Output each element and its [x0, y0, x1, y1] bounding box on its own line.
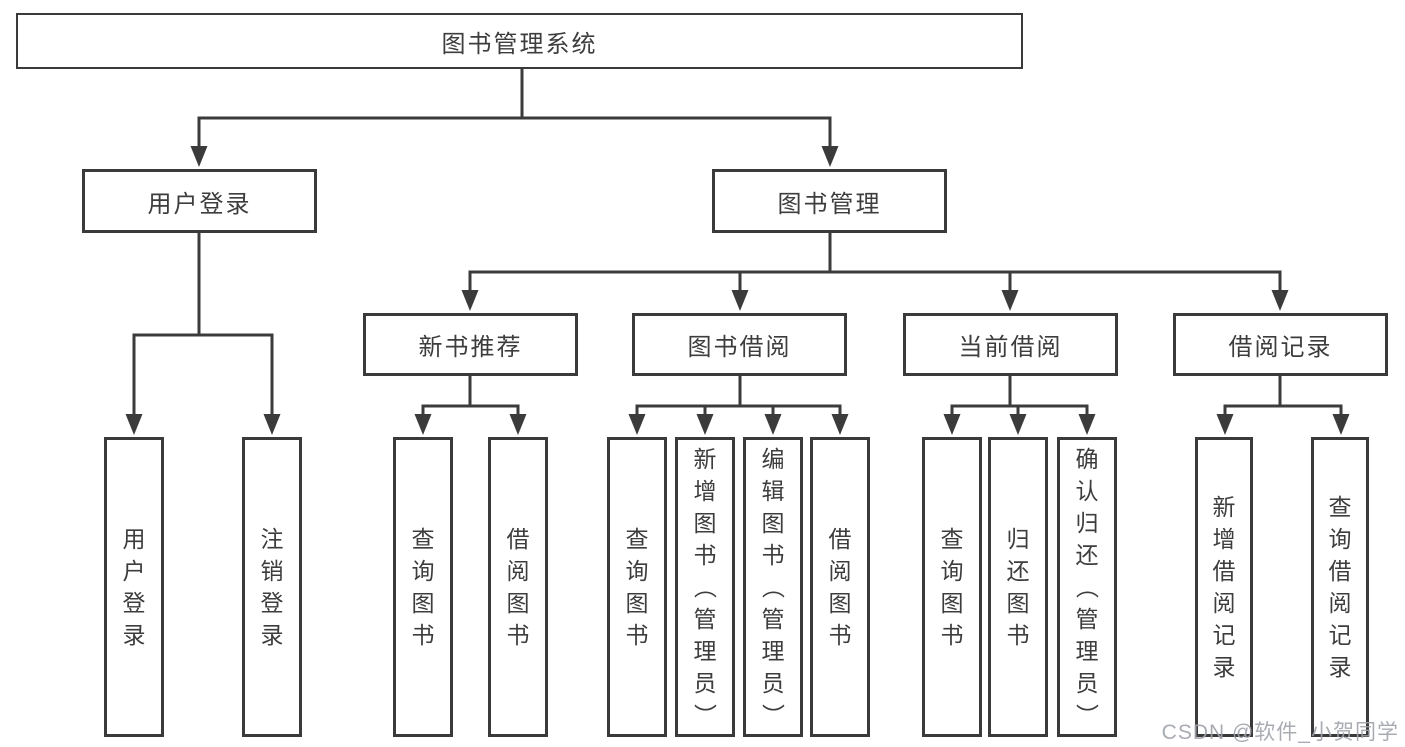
leaf-query-borrow-record: 查询借阅记录 [1311, 437, 1369, 737]
node-root: 图书管理系统 [16, 13, 1023, 69]
leaf-add-borrow-record: 新增借阅记录 [1195, 437, 1253, 737]
leaf-borrow-query-books: 查询图书 [607, 437, 667, 737]
leaf-recommend-borrow-books: 借阅图书 [488, 437, 548, 737]
node-book-management: 图书管理 [712, 169, 947, 233]
leaf-user-login: 用户登录 [104, 437, 164, 737]
leaf-logout: 注销登录 [242, 437, 302, 737]
leaf-return-books: 归还图书 [988, 437, 1048, 737]
leaf-edit-books-admin: 编辑图书（管理员） [743, 437, 803, 737]
node-current-borrow: 当前借阅 [903, 313, 1118, 376]
leaf-confirm-return-admin: 确认归还（管理员） [1057, 437, 1117, 737]
node-new-book-recommend: 新书推荐 [363, 313, 578, 376]
leaf-borrow-books: 借阅图书 [810, 437, 870, 737]
csdn-watermark: CSDN @软件_小贺同学 [1161, 721, 1399, 744]
leaf-current-query-books: 查询图书 [922, 437, 982, 737]
leaf-recommend-query-books: 查询图书 [393, 437, 453, 737]
leaf-add-books-admin: 新增图书（管理员） [675, 437, 735, 737]
node-book-borrow: 图书借阅 [632, 313, 847, 376]
node-user-login: 用户登录 [82, 169, 317, 233]
node-borrow-records: 借阅记录 [1173, 313, 1388, 376]
